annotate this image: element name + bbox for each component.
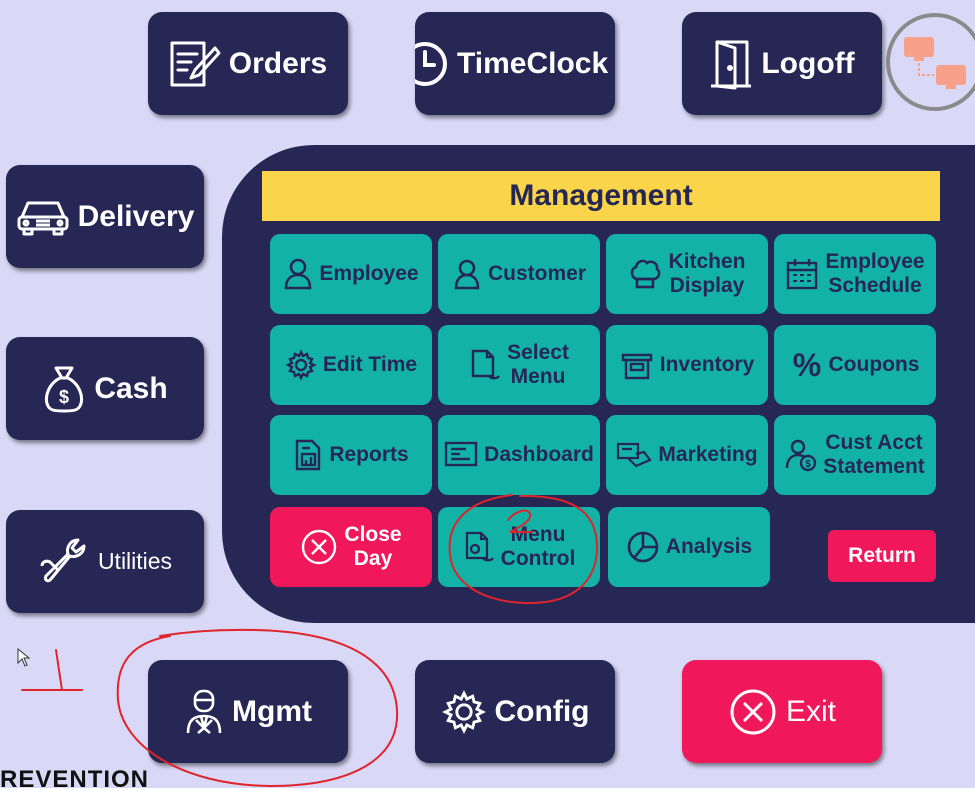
svg-text:$: $ bbox=[805, 459, 811, 470]
money-bag-icon: $ bbox=[45, 366, 84, 412]
cash-button[interactable]: $ Cash bbox=[6, 337, 204, 440]
kitchen-display-label: Kitchen Display bbox=[668, 250, 746, 297]
select-menu-tile[interactable]: Select Menu bbox=[438, 325, 600, 405]
annotation-step1: 1 bbox=[62, 692, 63, 694]
chef-hat-icon bbox=[631, 259, 661, 289]
marketing-icon bbox=[617, 442, 653, 468]
customer-icon bbox=[454, 259, 480, 290]
customer-tile[interactable]: Customer bbox=[438, 234, 600, 314]
menu-doc-icon bbox=[471, 349, 501, 380]
edit-time-label: Edit Time bbox=[322, 353, 418, 376]
inventory-tile[interactable]: Inventory bbox=[606, 325, 768, 405]
timeclock-button[interactable]: TimeClock bbox=[415, 12, 615, 115]
mgmt-label: Mgmt bbox=[232, 694, 312, 728]
manager-icon bbox=[186, 689, 222, 734]
mouse-cursor-icon bbox=[17, 648, 31, 667]
coupons-tile[interactable]: % Coupons bbox=[774, 325, 936, 405]
reports-label: Reports bbox=[329, 443, 409, 466]
close-circle-icon bbox=[730, 689, 776, 734]
door-icon bbox=[711, 40, 752, 89]
inventory-label: Inventory bbox=[659, 353, 755, 376]
clock-icon bbox=[415, 41, 447, 86]
close-day-label: Close Day bbox=[344, 523, 402, 570]
wrench-icon bbox=[40, 538, 86, 582]
utilities-button[interactable]: Utilities bbox=[6, 510, 204, 613]
employee-schedule-tile[interactable]: Employee Schedule bbox=[774, 234, 936, 314]
marketing-label: Marketing bbox=[658, 443, 758, 466]
menu-control-label: Menu Control bbox=[500, 523, 576, 570]
dashboard-label: Dashboard bbox=[484, 443, 594, 466]
config-label: Config bbox=[494, 694, 590, 728]
report-icon bbox=[296, 439, 321, 471]
brand-logo: REVENTION bbox=[0, 766, 150, 788]
close-circle-icon bbox=[302, 529, 337, 565]
dashboard-icon bbox=[444, 441, 478, 467]
config-button[interactable]: Config bbox=[415, 660, 615, 763]
gear-icon bbox=[441, 689, 486, 734]
network-status-icon[interactable] bbox=[886, 13, 975, 111]
management-title: Management bbox=[262, 171, 940, 221]
car-icon bbox=[17, 201, 69, 235]
logoff-label: Logoff bbox=[761, 46, 855, 80]
cash-label: Cash bbox=[94, 371, 168, 405]
inventory-icon bbox=[621, 353, 652, 380]
analysis-label: Analysis bbox=[665, 535, 753, 558]
orders-icon bbox=[170, 41, 221, 86]
calendar-icon bbox=[787, 259, 818, 290]
menu-control-tile[interactable]: Menu Control bbox=[438, 507, 600, 587]
delivery-label: Delivery bbox=[77, 199, 195, 233]
return-button[interactable]: Return bbox=[828, 530, 936, 582]
percent-icon: % bbox=[792, 348, 820, 382]
mgmt-button[interactable]: Mgmt bbox=[148, 660, 348, 763]
dashboard-tile[interactable]: Dashboard bbox=[438, 415, 600, 495]
reports-tile[interactable]: Reports bbox=[270, 415, 432, 495]
delivery-button[interactable]: Delivery bbox=[6, 165, 204, 268]
utilities-label: Utilities bbox=[97, 548, 173, 574]
exit-label: Exit bbox=[785, 694, 836, 728]
kitchen-display-tile[interactable]: Kitchen Display bbox=[606, 234, 768, 314]
statement-icon: $ bbox=[786, 439, 817, 472]
marketing-tile[interactable]: Marketing bbox=[606, 415, 768, 495]
exit-button[interactable]: Exit bbox=[682, 660, 882, 763]
cust-acct-statement-tile[interactable]: $ Cust Acct Statement bbox=[774, 415, 936, 495]
employee-icon bbox=[285, 258, 312, 290]
orders-label: Orders bbox=[228, 46, 328, 80]
cust-acct-statement-label: Cust Acct Statement bbox=[823, 431, 925, 478]
close-day-tile[interactable]: Close Day bbox=[270, 507, 432, 587]
pie-chart-icon bbox=[627, 531, 659, 563]
svg-text:%: % bbox=[792, 348, 820, 382]
logoff-button[interactable]: Logoff bbox=[682, 12, 882, 115]
orders-button[interactable]: Orders bbox=[148, 12, 348, 115]
select-menu-label: Select Menu bbox=[507, 341, 569, 388]
employee-tile[interactable]: Employee bbox=[270, 234, 432, 314]
employee-label: Employee bbox=[319, 262, 419, 285]
employee-schedule-label: Employee Schedule bbox=[825, 250, 925, 297]
customer-label: Customer bbox=[487, 262, 587, 285]
menu-control-icon bbox=[465, 531, 494, 562]
edit-time-tile[interactable]: Edit Time bbox=[270, 325, 432, 405]
coupons-label: Coupons bbox=[828, 353, 920, 376]
analysis-tile[interactable]: Analysis bbox=[608, 507, 770, 587]
svg-text:$: $ bbox=[59, 387, 69, 407]
gear-icon bbox=[285, 349, 317, 381]
timeclock-label: TimeClock bbox=[457, 46, 609, 80]
